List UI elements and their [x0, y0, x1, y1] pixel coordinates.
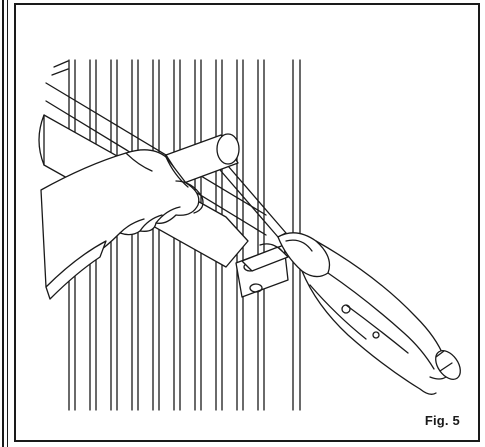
- figure-label: Fig. 5: [424, 413, 460, 428]
- figure-frame: Fig. 5: [14, 3, 480, 442]
- fence-repair-illustration: [38, 59, 461, 411]
- bracket-plate: [235, 244, 289, 298]
- hand-icon: [40, 149, 204, 288]
- previous-panel-edge: [2, 0, 8, 447]
- locking-pliers-icon: [277, 232, 461, 395]
